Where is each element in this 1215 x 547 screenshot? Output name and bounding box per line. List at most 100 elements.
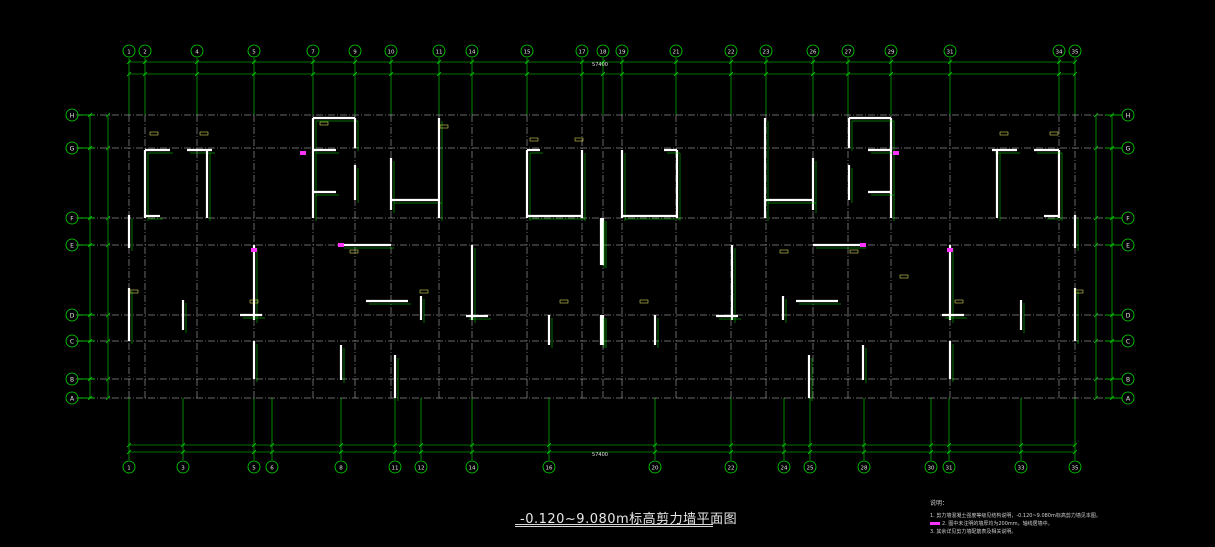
dimension-tick [928,442,934,448]
axis-label-row: B [1126,377,1130,384]
dimension-tick [579,71,585,77]
axis-label-bottom: 22 [728,466,735,472]
axis-bubble-row [65,238,79,252]
highlighted-wall-marker [251,248,257,252]
notes-block: 说明： 1. 剪力墙混凝土强度等级见结构说明，-0.120~9.080m标高剪力… [930,500,1210,536]
dimension-tick [126,59,132,65]
dimension-tick [1093,312,1099,318]
axis-bubble-row [1121,141,1135,155]
dimension-tick [1072,71,1078,77]
axis-bubble-row [1121,238,1135,252]
axis-bubble-row [1121,108,1135,122]
axis-bubble-top [520,44,534,58]
dimension-tick [105,395,111,401]
dimension-tick [388,59,394,65]
dimension-tick [1093,338,1099,344]
dimension-tick [728,442,734,448]
highlighted-wall-marker [860,243,866,247]
axis-bubble-row [65,108,79,122]
dimension-tick [392,449,398,455]
axis-label-top: 27 [845,50,852,56]
dimension-tick [763,71,769,77]
axis-bubble-bottom [777,460,791,474]
title-underline [515,524,713,525]
axis-bubble-row [65,334,79,348]
axis-label-row: G [1126,146,1131,153]
axis-bubble-top [884,44,898,58]
axis-label-top: 17 [579,50,586,56]
dimension-tick [728,59,734,65]
dimension-tick [947,59,953,65]
axis-label-top: 2 [143,50,147,56]
dimension-tick [388,71,394,77]
axis-bubble-top [724,44,738,58]
dimension-tick [352,71,358,77]
axis-bubble-top [348,44,362,58]
notes-header: 说明： [930,500,949,507]
axis-bubble-bottom [924,460,938,474]
dimension-tick [1056,59,1062,65]
dimension-tick [1093,215,1099,221]
axis-label-top: 35 [1072,50,1079,56]
wall-tag [439,124,449,129]
axis-bubble-row [1121,308,1135,322]
wall-legend-swatch [930,522,940,525]
axis-label-bottom: 16 [546,466,553,472]
highlighted-wall-marker [300,151,306,155]
axis-bubble-top [384,44,398,58]
dimension-tick [469,59,475,65]
note-line-1: 1. 剪力墙混凝土强度等级见结构说明，-0.120~9.080m标高剪力墙见本图… [930,513,1101,519]
axis-label-top: 10 [388,50,395,56]
dimension-tick [194,59,200,65]
axis-bubble-bottom [388,460,402,474]
axis-label-bottom: 12 [418,466,425,472]
dimension-tick [600,71,606,77]
dimension-tick [861,449,867,455]
dimension-tick [807,449,813,455]
axis-label-bottom: 11 [392,466,399,472]
axis-label-top: 9 [353,50,357,56]
dimension-tick [310,71,316,77]
wall-tag [199,131,209,136]
wall-tag [954,299,964,304]
dimension-tick [763,59,769,65]
axis-label-bottom: 28 [861,466,868,472]
axis-label-bottom: 6 [270,466,274,472]
wall-tag [149,131,159,136]
axis-bubble-top [943,44,957,58]
dimension-tick [1093,242,1099,248]
top-total-dimension: 57400 [592,62,608,68]
dimension-tick [546,449,552,455]
axis-label-top: 1 [127,50,131,56]
wall-tag [249,299,259,304]
dimension-tick [251,449,257,455]
axis-bubble-bottom [1068,460,1082,474]
axis-label-row: F [70,216,74,223]
wall-tag [1049,131,1059,136]
dimension-tick [524,71,530,77]
axis-bubble-row [1121,334,1135,348]
axis-label-row: C [70,339,74,346]
axis-bubble-top [575,44,589,58]
axis-bubble-row [65,391,79,405]
axis-label-bottom: 8 [339,466,343,472]
dimension-tick [888,71,894,77]
dimension-tick [105,112,111,118]
dimension-tick [469,442,475,448]
wall-tag [319,121,329,126]
dimension-tick [652,449,658,455]
axis-bubble-bottom [247,460,261,474]
axis-bubble-row [65,211,79,225]
dimension-tick [928,449,934,455]
axis-label-row: E [70,243,74,250]
axis-bubble-top [759,44,773,58]
axis-label-bottom: 3 [181,466,185,472]
axis-label-top: 22 [728,50,735,56]
axis-bubble-row [65,141,79,155]
axis-label-top: 15 [524,50,531,56]
dimension-tick [1093,376,1099,382]
axis-bubble-row [65,372,79,386]
dimension-lines [87,59,1115,455]
horizontal-grid-lines [76,114,1105,399]
